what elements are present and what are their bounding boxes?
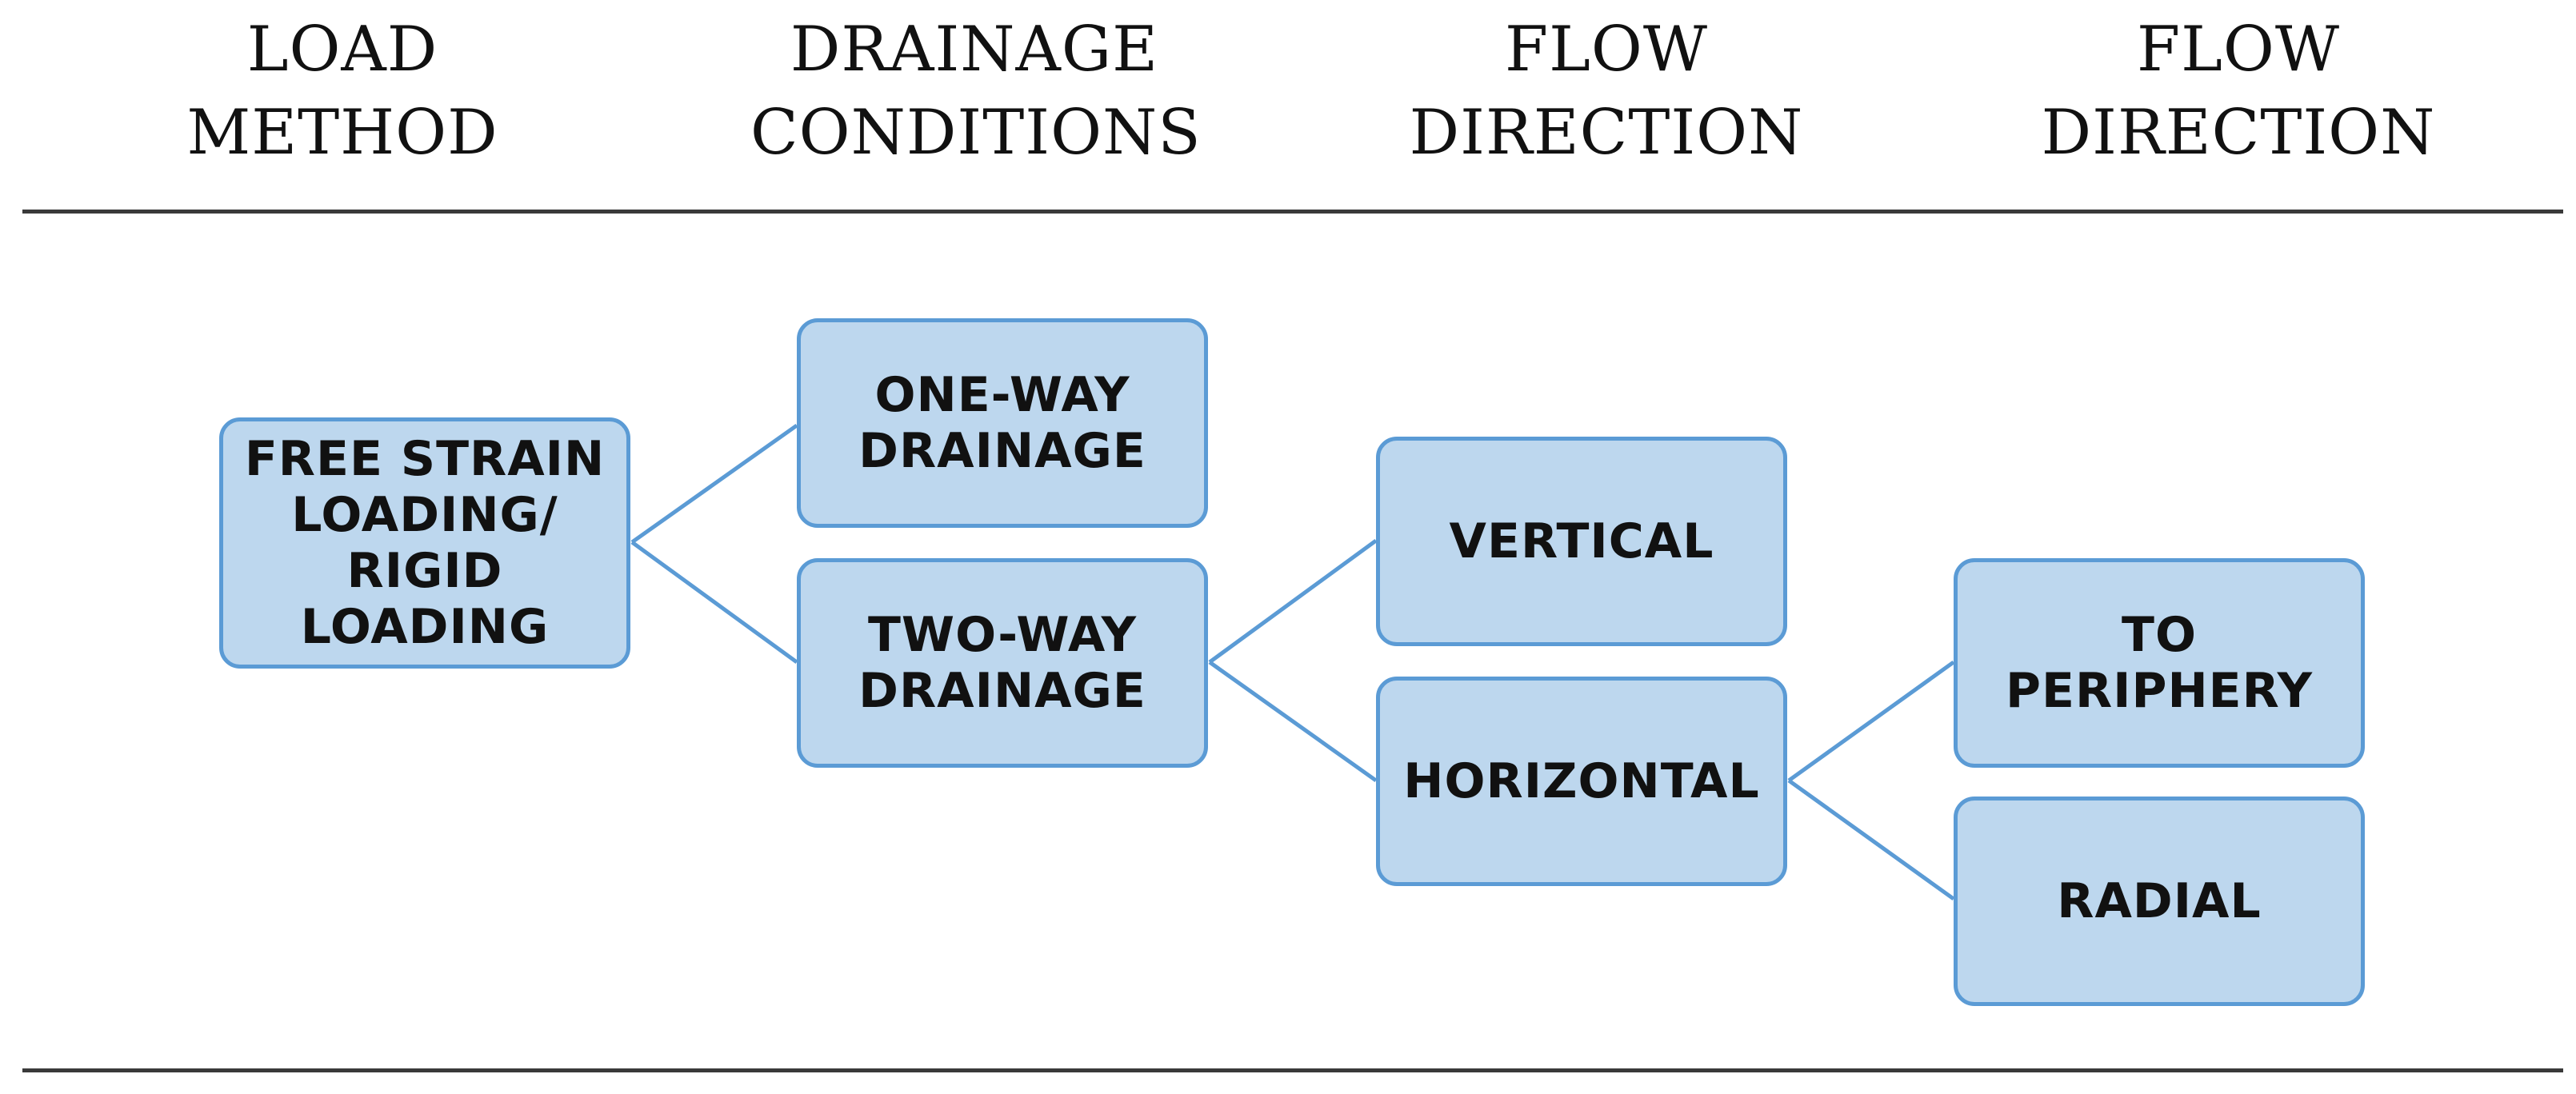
column-header-flow-direction-1: FLOW DIRECTION	[1382, 8, 1830, 174]
connector-horizontal-to-radial	[1787, 778, 1955, 901]
column-header-line: CONDITIONS	[750, 97, 1202, 169]
column-header-line: METHOD	[186, 97, 498, 169]
column-header-line: FLOW	[2136, 14, 2341, 86]
node-radial: RADIAL	[1954, 797, 2365, 1006]
node-one-way-drainage: ONE-WAY DRAINAGE	[797, 318, 1208, 528]
connector-load-to-two-way	[630, 540, 798, 665]
connector-two-way-to-horizontal	[1208, 660, 1378, 783]
column-header-line: DIRECTION	[1409, 97, 1804, 169]
connector-horizontal-to-periphery	[1787, 660, 1955, 783]
column-header-drainage-conditions: DRAINAGE CONDITIONS	[750, 8, 1202, 174]
column-header-flow-direction-2: FLOW DIRECTION	[2014, 8, 2462, 174]
connector-two-way-to-vertical	[1208, 538, 1378, 665]
column-header-row: LOAD METHOD DRAINAGE CONDITIONS FLOW DIR…	[0, 0, 2576, 208]
top-rule	[22, 210, 2563, 214]
column-header-line: DIRECTION	[2041, 97, 2436, 169]
connector-load-to-one-way	[630, 423, 798, 545]
bottom-rule	[22, 1068, 2563, 1072]
node-to-periphery: TO PERIPHERY	[1954, 558, 2365, 768]
column-header-line: FLOW	[1504, 14, 1709, 86]
column-header-line: LOAD	[246, 14, 438, 86]
node-load-method: FREE STRAIN LOADING/ RIGID LOADING	[219, 417, 630, 669]
node-two-way-drainage: TWO-WAY DRAINAGE	[797, 558, 1208, 768]
node-horizontal: HORIZONTAL	[1376, 677, 1787, 886]
column-header-load-method: LOAD METHOD	[118, 8, 566, 174]
node-vertical: VERTICAL	[1376, 437, 1787, 646]
column-header-line: DRAINAGE	[790, 14, 1159, 86]
